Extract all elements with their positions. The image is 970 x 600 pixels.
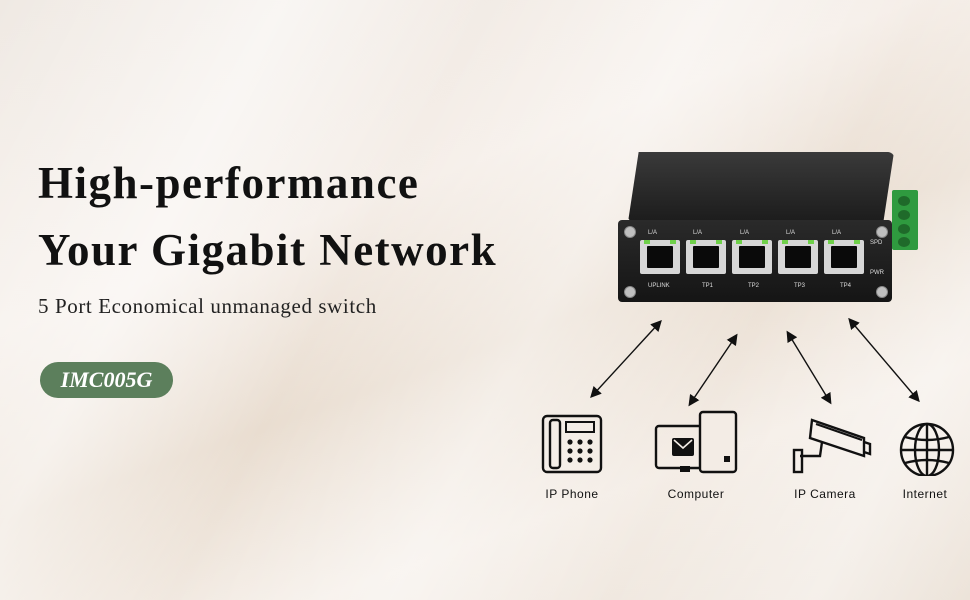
headline-line-1: High-performance — [38, 158, 420, 208]
ethernet-port-tp1 — [686, 240, 726, 274]
ethernet-port-tp4 — [824, 240, 864, 274]
port-label-tp1: TP1 — [702, 283, 714, 289]
ethernet-port-tp2 — [732, 240, 772, 274]
ethernet-port-tp3 — [778, 240, 818, 274]
screw-icon — [624, 226, 636, 238]
computer-icon — [654, 410, 738, 474]
arrow-camera — [786, 330, 832, 405]
camera-icon — [792, 418, 872, 474]
arrow-internet — [848, 317, 920, 403]
port-label-tp4: TP4 — [840, 283, 852, 289]
device-label-internet: Internet — [902, 487, 948, 501]
model-badge: IMC005G — [40, 362, 173, 398]
ethernet-port-uplink — [640, 240, 680, 274]
led-label: L/A — [648, 230, 658, 236]
globe-icon — [899, 422, 955, 476]
headline: High-performance Your Gigabit Network — [38, 150, 497, 284]
power-terminal — [892, 190, 918, 250]
arrow-phone — [590, 319, 662, 399]
screw-icon — [624, 286, 636, 298]
led-label: L/A — [740, 230, 750, 236]
screw-icon — [876, 226, 888, 238]
arrow-computer — [688, 333, 738, 407]
subtitle: 5 Port Economical unmanaged switch — [38, 294, 377, 318]
switch-top-panel — [628, 152, 894, 222]
device-label-computer: Computer — [667, 487, 725, 501]
port-label-tp3: TP3 — [794, 283, 806, 289]
switch-image: L/A L/A L/A L/A L/A SPD PWR UPLINK TP1 T… — [610, 150, 918, 302]
port-label-uplink: UPLINK — [648, 283, 670, 289]
device-label-phone: IP Phone — [545, 487, 599, 501]
screw-icon — [876, 286, 888, 298]
led-label: L/A — [693, 230, 703, 236]
port-label-tp2: TP2 — [748, 283, 760, 289]
led-label: L/A — [832, 230, 842, 236]
device-label-camera: IP Camera — [794, 487, 856, 501]
switch-front-panel: L/A L/A L/A L/A L/A SPD PWR UPLINK TP1 T… — [618, 220, 892, 302]
led-label: L/A — [786, 230, 796, 236]
pwr-label: PWR — [870, 270, 884, 276]
spd-label: SPD — [870, 240, 883, 246]
headline-line-2: Your Gigabit Network — [38, 225, 498, 275]
phone-icon — [541, 414, 603, 474]
